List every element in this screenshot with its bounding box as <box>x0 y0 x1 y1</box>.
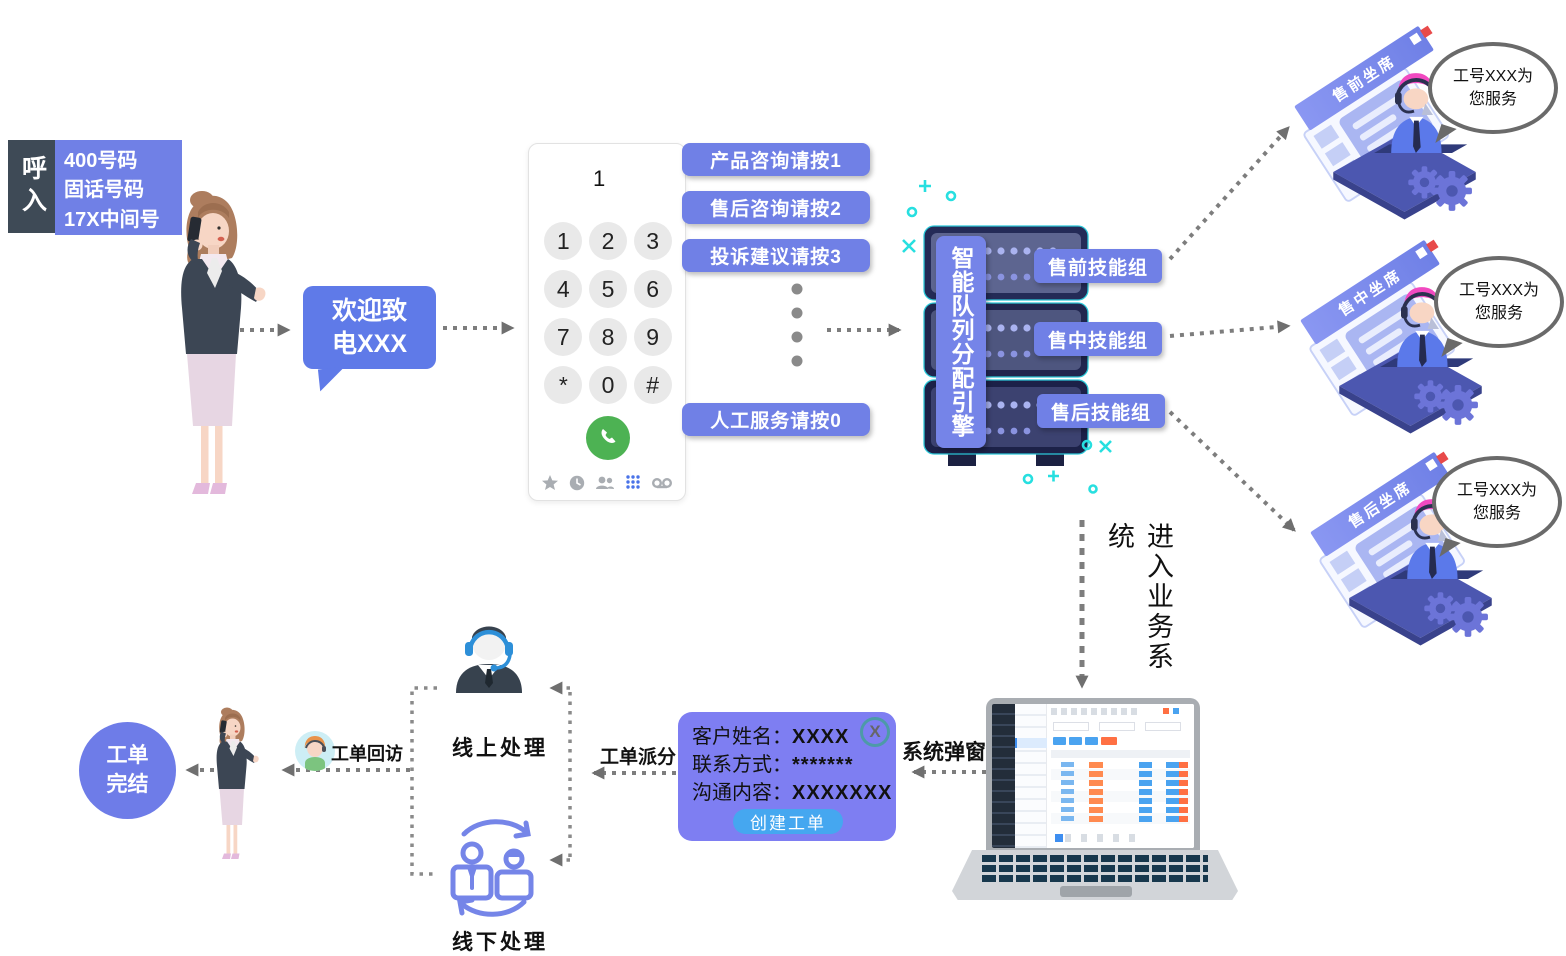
dialer-keypad: 1 2 3 4 5 6 7 8 9 * 0 # <box>541 222 675 404</box>
bubble-line: 您服务 <box>1474 305 1523 322</box>
skill-group-insales: 售中技能组 <box>1034 322 1162 356</box>
laptop-keys <box>982 855 1208 883</box>
dialed-digit: 1 <box>593 166 606 191</box>
key-8[interactable]: 8 <box>588 318 627 356</box>
key-hash[interactable]: # <box>633 366 672 404</box>
online-processing-label: 线上处理 <box>452 736 548 760</box>
dialer-tab-bar <box>541 474 673 492</box>
finish-line: 完结 <box>106 772 149 796</box>
key-5[interactable]: 5 <box>588 270 627 308</box>
queue-engine-label: 智能队列分配引擎 <box>936 236 986 448</box>
bubble-line: 您服务 <box>1472 505 1521 522</box>
phone-icon <box>601 429 616 443</box>
agent-greeting-bubble: 工号XXX为 您服务 <box>1434 256 1564 348</box>
offline-handover-icon <box>450 819 534 917</box>
finish-line: 工单 <box>106 744 149 768</box>
field-label: 沟通内容： <box>692 782 792 804</box>
offline-processing-label: 线下处理 <box>452 930 548 954</box>
key-7[interactable]: 7 <box>544 318 583 356</box>
key-6[interactable]: 6 <box>633 270 672 308</box>
key-1[interactable]: 1 <box>544 222 583 260</box>
skill-group-aftersales: 售后技能组 <box>1037 394 1165 428</box>
revisit-agent-avatar <box>295 731 335 771</box>
skill-group-presales: 售前技能组 <box>1034 249 1162 283</box>
system-popup-label: 系统弹窗 <box>902 740 986 764</box>
call-in-numbers: 400号码 固话号码 17X中间号 <box>55 140 182 235</box>
field-value: XXXX <box>792 726 850 748</box>
key-9[interactable]: 9 <box>633 318 672 356</box>
welcome-message-bubble: 欢迎致 电XXX <box>303 286 436 369</box>
agent-greeting-bubble: 工号XXX为 您服务 <box>1428 42 1558 134</box>
key-2[interactable]: 2 <box>588 222 627 260</box>
crm-dark-sidebar <box>992 704 1015 848</box>
number-line: 400号码 <box>64 150 138 172</box>
number-line: 固话号码 <box>64 179 144 202</box>
field-value: ******* <box>792 754 854 776</box>
laptop-screen <box>986 698 1200 852</box>
field-label: 联系方式： <box>692 754 792 776</box>
ticket-complete-node: 工单 完结 <box>79 722 176 819</box>
dialpad-icon[interactable] <box>624 474 642 492</box>
create-ticket-button[interactable]: 创建工单 <box>733 809 843 834</box>
laptop-touchpad <box>1060 886 1132 897</box>
revisit-label: 工单回访 <box>331 744 403 764</box>
ivr-option-product: 产品咨询请按1 <box>682 143 870 176</box>
laptop-keyboard-base <box>952 850 1238 900</box>
number-line: 17X中间号 <box>64 208 160 231</box>
field-label: 客户姓名： <box>692 726 792 748</box>
field-value: XXXXXXX <box>792 782 893 804</box>
bubble-line: 您服务 <box>1468 91 1517 108</box>
key-star[interactable]: * <box>544 366 583 404</box>
ivr-option-complaint: 投诉建议请按3 <box>682 239 870 272</box>
contacts-icon[interactable] <box>595 474 615 492</box>
female-agent-icon <box>304 736 326 771</box>
key-0[interactable]: 0 <box>588 366 627 404</box>
key-4[interactable]: 4 <box>544 270 583 308</box>
bubble-line: 工号XXX为 <box>1452 67 1534 85</box>
enter-system-label: 进入业务系统 <box>1104 522 1173 672</box>
crm-main-area <box>1047 704 1194 848</box>
agent-greeting-bubble: 工号XXX为 您服务 <box>1432 456 1562 548</box>
laptop-illustration <box>952 698 1238 904</box>
close-icon[interactable]: X <box>860 717 890 747</box>
key-3[interactable]: 3 <box>633 222 672 260</box>
favorites-star-icon[interactable] <box>541 474 559 492</box>
ivr-option-aftersales: 售后咨询请按2 <box>682 191 870 224</box>
bubble-line: 工号XXX为 <box>1458 281 1540 299</box>
bubble-line: 工号XXX为 <box>1456 481 1538 499</box>
welcome-line: 欢迎致 <box>331 297 407 325</box>
call-in-badge: 呼入 <box>8 140 55 233</box>
phone-dialer-panel: 1 1 2 3 4 5 6 7 8 9 * 0 # <box>528 143 686 501</box>
voicemail-icon[interactable] <box>651 475 673 491</box>
ivr-option-manual: 人工服务请按0 <box>682 403 870 436</box>
caller-woman-illustration <box>181 191 266 494</box>
online-agent-icon <box>456 626 522 693</box>
dispatch-label: 工单派分 <box>600 747 677 768</box>
crm-menu-sidebar <box>1015 704 1048 848</box>
revisit-woman-illustration <box>216 707 259 859</box>
call-button[interactable] <box>586 416 630 460</box>
recents-clock-icon[interactable] <box>568 474 586 492</box>
ticket-popup: 客户姓名：XXXX 联系方式：******* 沟通内容：XXXXXXX X 创建… <box>678 712 896 841</box>
crm-screen-mock <box>992 704 1194 848</box>
welcome-line: 电XXX <box>331 329 408 358</box>
